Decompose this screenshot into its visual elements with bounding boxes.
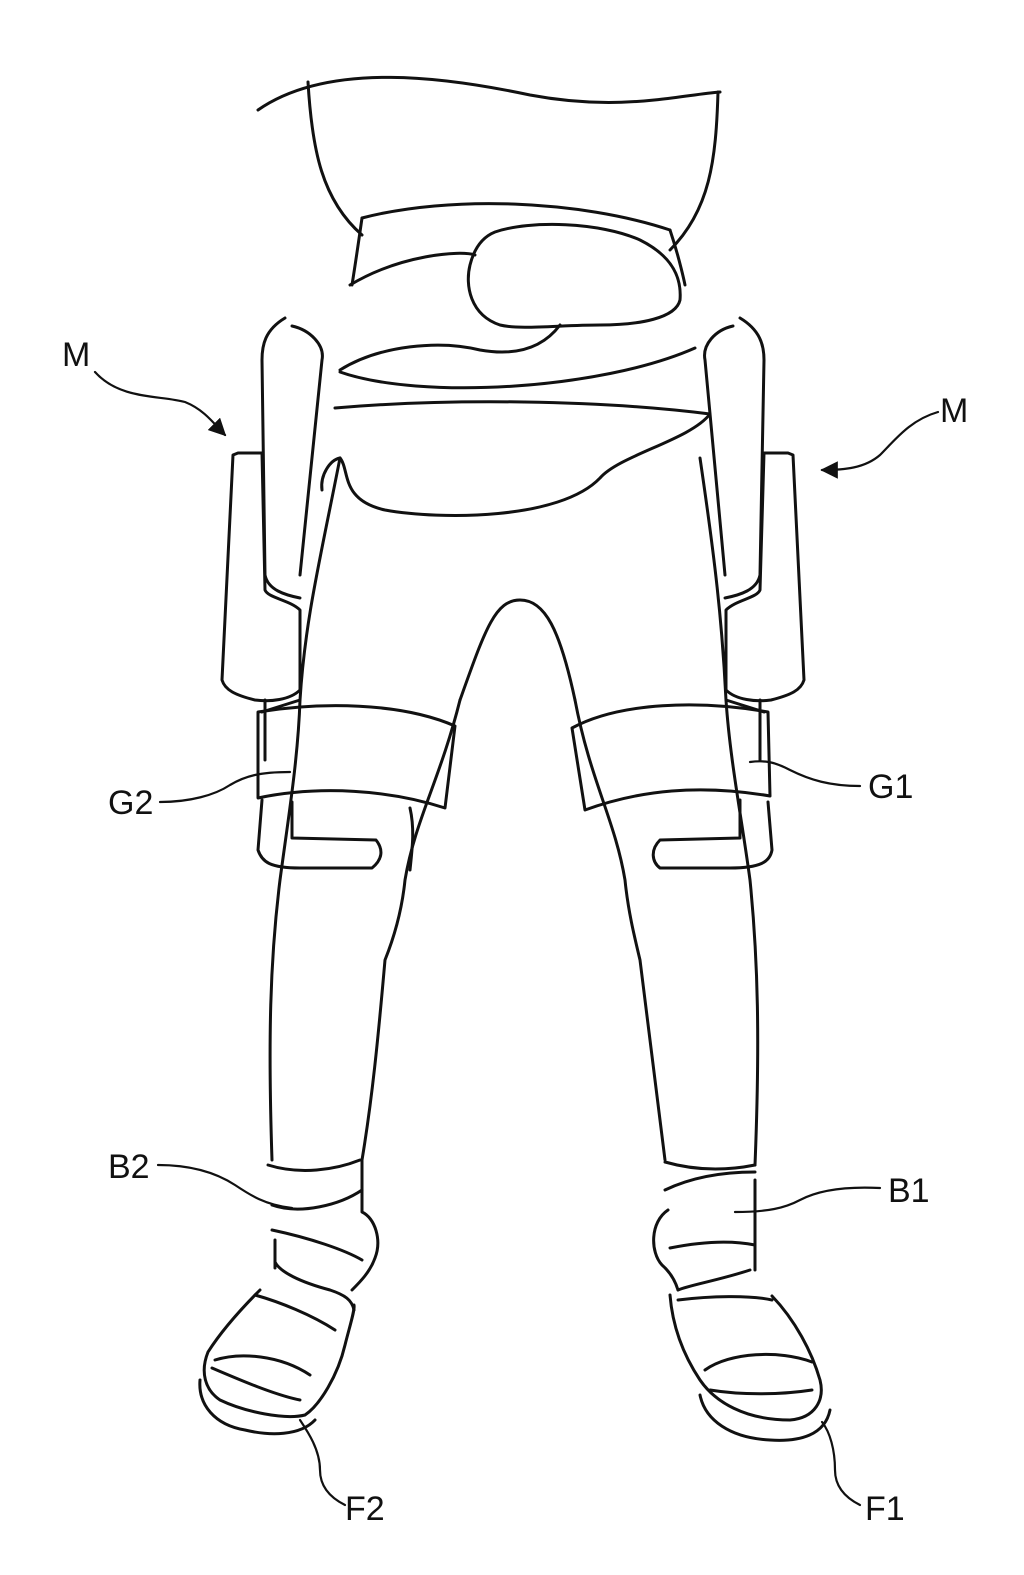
label-g2: G2	[108, 784, 153, 822]
label-f1: F1	[865, 1490, 905, 1528]
left-leg	[260, 456, 577, 1162]
right-hip-module	[703, 316, 806, 762]
left-ankle-band	[266, 1158, 380, 1292]
label-m-left: M	[62, 336, 90, 374]
left-thigh-cuff	[256, 704, 457, 872]
right-ankle-band	[652, 1160, 757, 1292]
waist-belt	[320, 202, 712, 517]
right-thigh-cuff	[570, 703, 774, 870]
leader-lines	[93, 370, 940, 1507]
left-hip-module	[220, 316, 324, 762]
right-leg	[573, 456, 766, 1167]
right-foot-module	[668, 1268, 832, 1442]
left-foot-module	[198, 1260, 356, 1436]
torso	[256, 75, 722, 252]
label-g1: G1	[868, 768, 913, 806]
label-b2: B2	[108, 1148, 150, 1186]
label-f2: F2	[345, 1490, 385, 1528]
label-m-right: M	[940, 392, 968, 430]
label-b1: B1	[888, 1172, 930, 1210]
